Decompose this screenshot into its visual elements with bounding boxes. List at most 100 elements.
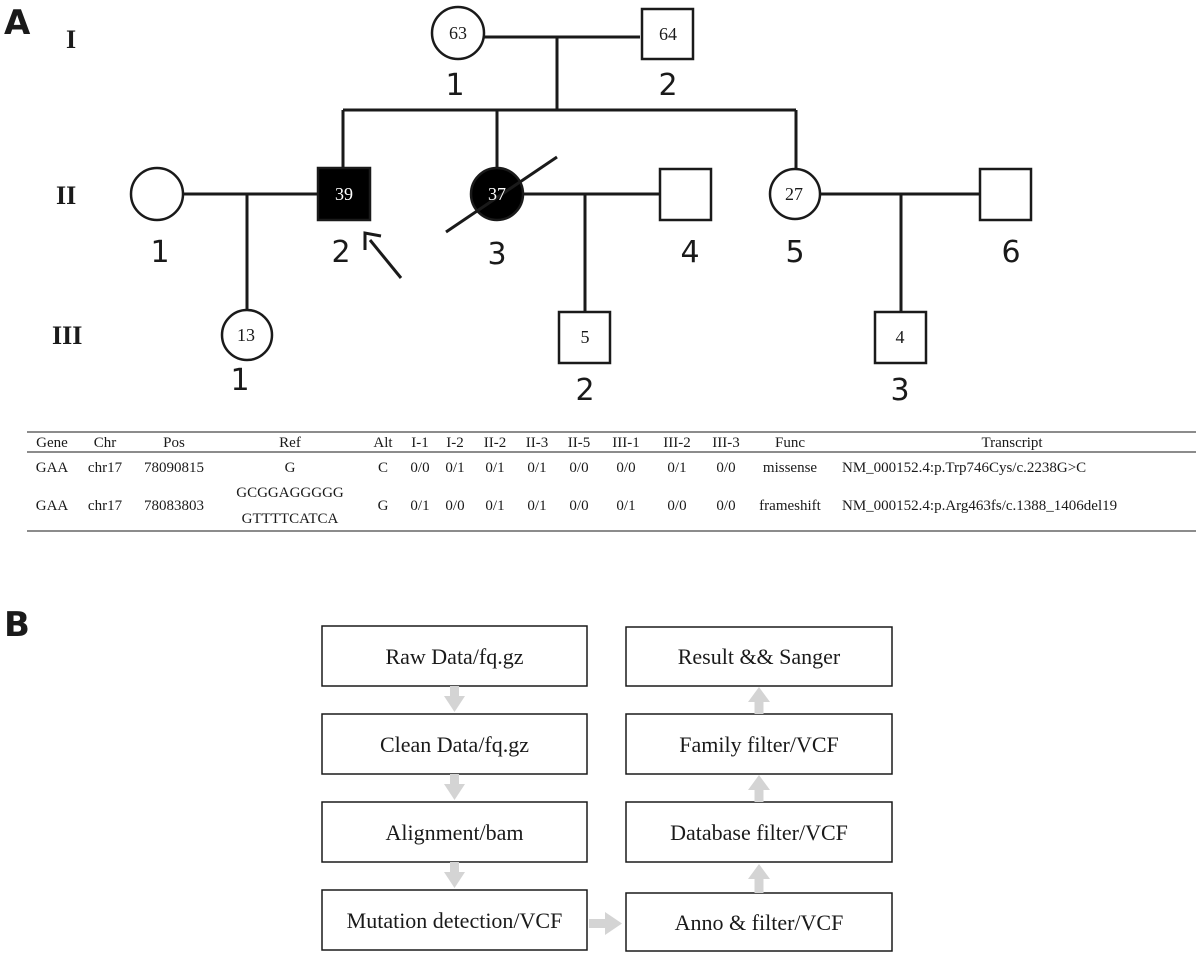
deceased-slash <box>445 155 558 234</box>
arrow-up-icon <box>748 775 770 802</box>
step-box <box>625 626 893 687</box>
header-ii-5: II-5 <box>568 435 591 451</box>
panel-a-label: A <box>4 3 31 43</box>
pipeline-step-family-filter: Family filter/VCF <box>625 713 893 775</box>
header-i-1: I-1 <box>411 435 429 451</box>
header-alt: Alt <box>373 435 393 451</box>
female-symbol <box>430 5 486 61</box>
cell-ref-line1: GCGGAGGGGG <box>236 485 344 501</box>
flow-arrows <box>444 686 770 935</box>
arrow-shaft <box>450 774 459 784</box>
generation-label-3: III <box>52 321 82 350</box>
member-i-2: 64 2 <box>640 7 695 103</box>
cell-genotype-ii-3: 0/1 <box>527 460 546 476</box>
arrow-shaft <box>368 239 403 279</box>
member-ii-3: 37 3 <box>445 155 558 272</box>
age-label: 63 <box>449 23 467 43</box>
arrow-shaft <box>589 919 605 928</box>
generation-label-2: II <box>56 181 76 210</box>
female-symbol <box>129 166 185 222</box>
age-label: 13 <box>237 325 255 345</box>
age-label: 64 <box>659 24 677 44</box>
arrow-up-icon <box>748 687 770 714</box>
arrow-head <box>444 696 465 712</box>
header-gene: Gene <box>36 435 68 451</box>
member-number: 2 <box>658 68 677 103</box>
header-chr: Chr <box>94 435 117 451</box>
cell-alt: G <box>378 498 389 514</box>
member-number: 1 <box>230 363 249 398</box>
step-label: Mutation detection/VCF <box>347 908 563 933</box>
cell-genotype-ii-5: 0/0 <box>569 498 588 514</box>
header-ii-2: II-2 <box>484 435 507 451</box>
header-iii-1: III-1 <box>612 435 639 451</box>
cell-gene: GAA <box>36 460 69 476</box>
generation-label-1: I <box>66 25 76 54</box>
arrow-down-icon <box>444 774 465 800</box>
age-label: 37 <box>488 184 506 204</box>
arrow-up-icon <box>748 864 770 893</box>
table-header-row: Gene Chr Pos Ref Alt I-1 I-2 II-2 II-3 I… <box>36 435 1043 451</box>
header-ii-3: II-3 <box>526 435 549 451</box>
variant-table: Gene Chr Pos Ref Alt I-1 I-2 II-2 II-3 I… <box>27 431 1196 532</box>
step-label: Raw Data/fq.gz <box>385 644 523 669</box>
member-number: 6 <box>1001 235 1020 270</box>
cell-pos: 78090815 <box>144 460 204 476</box>
member-iii-3: 4 3 <box>873 310 928 408</box>
arrow-down-icon <box>444 686 465 712</box>
arrow-shaft <box>450 862 459 872</box>
cell-chr: chr17 <box>88 460 123 476</box>
pipeline-step-database-filter: Database filter/VCF <box>625 801 893 863</box>
header-iii-2: III-2 <box>663 435 690 451</box>
step-box <box>321 713 588 775</box>
header-transcript: Transcript <box>981 435 1043 451</box>
cell-genotype-iii-1: 0/1 <box>616 498 635 514</box>
age-label: 27 <box>785 184 803 204</box>
affected-male-symbol <box>316 166 372 222</box>
step-label: Clean Data/fq.gz <box>380 732 529 757</box>
cell-ref: G <box>285 460 296 476</box>
step-box <box>625 892 893 952</box>
cell-genotype-i-1: 0/1 <box>410 498 429 514</box>
pipeline-step-alignment: Alignment/bam <box>321 801 588 863</box>
female-symbol <box>220 308 274 362</box>
member-ii-4: 4 <box>658 167 713 270</box>
member-number: 1 <box>445 68 464 103</box>
cell-func: missense <box>763 460 818 476</box>
header-i-2: I-2 <box>446 435 464 451</box>
male-symbol <box>873 310 928 365</box>
cell-genotype-iii-1: 0/0 <box>616 460 635 476</box>
age-label: 39 <box>335 184 353 204</box>
arrow-head <box>748 687 770 702</box>
arrow-down-icon <box>444 862 465 888</box>
cell-genotype-ii-2: 0/1 <box>485 498 504 514</box>
cell-genotype-ii-2: 0/1 <box>485 460 504 476</box>
cell-genotype-iii-2: 0/0 <box>667 498 686 514</box>
header-ref: Ref <box>279 435 301 451</box>
cell-genotype-iii-2: 0/1 <box>667 460 686 476</box>
panel-b-label: B <box>4 605 30 645</box>
arrow-shaft <box>450 686 459 696</box>
step-box <box>625 713 893 775</box>
step-label: Family filter/VCF <box>679 732 839 757</box>
arrow-head <box>444 784 465 800</box>
step-box <box>625 801 893 863</box>
pipeline-step-anno-filter: Anno & filter/VCF <box>625 892 893 952</box>
member-number: 1 <box>150 235 169 270</box>
cell-genotype-ii-5: 0/0 <box>569 460 588 476</box>
pipeline-step-mutation-detection: Mutation detection/VCF <box>321 889 588 951</box>
step-box <box>321 801 588 863</box>
header-iii-3: III-3 <box>712 435 739 451</box>
pipeline-step-raw-data: Raw Data/fq.gz <box>321 625 588 687</box>
cell-transcript: NM_000152.4:p.Trp746Cys/c.2238G>C <box>842 460 1086 476</box>
member-number: 5 <box>785 235 804 270</box>
member-ii-1: 1 <box>129 166 185 270</box>
male-symbol <box>640 7 695 61</box>
arrow-head <box>748 775 770 790</box>
proband-arrow-icon <box>363 231 403 279</box>
member-number: 3 <box>890 373 909 408</box>
cell-genotype-iii-3: 0/0 <box>716 498 735 514</box>
member-ii-5: 27 5 <box>768 167 822 270</box>
step-label: Result && Sanger <box>678 644 841 669</box>
